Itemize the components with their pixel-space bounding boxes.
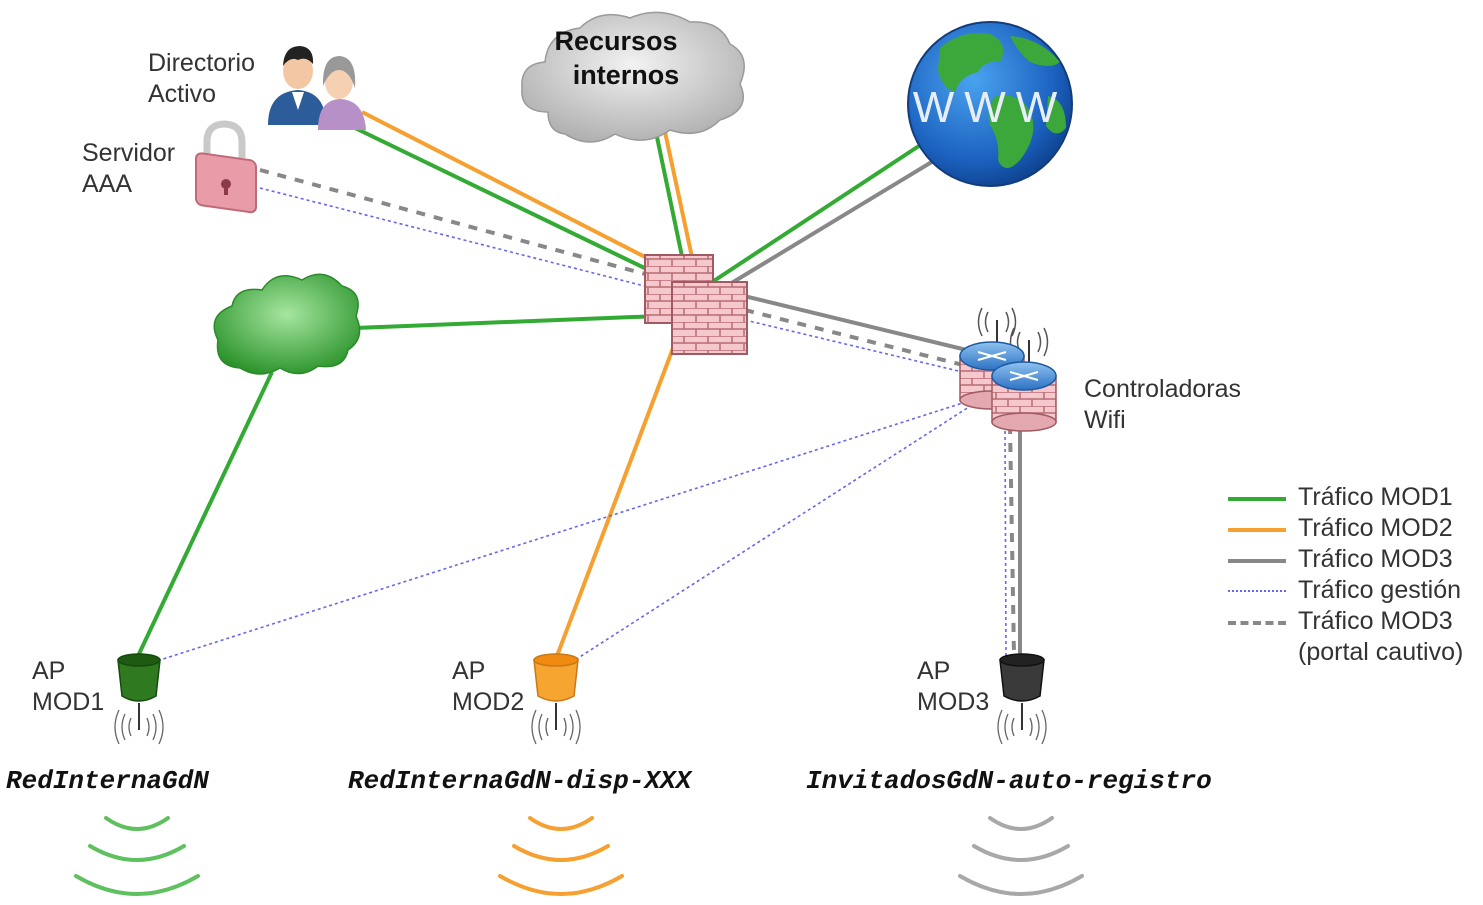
ap3-label-line2: MOD3 <box>917 688 990 716</box>
legend-item-portal: Tráfico MOD3 (portal cautivo) <box>1228 606 1483 668</box>
legend-item-gestion: Tráfico gestión <box>1228 575 1483 606</box>
link-www-firewall-mod3 <box>718 158 937 292</box>
directorio-label-line1: Directorio <box>148 49 255 77</box>
ap1-label-line2: MOD1 <box>32 688 105 716</box>
ap3-label: AP MOD3 <box>917 656 989 718</box>
servidor-label-line1: Servidor <box>82 139 176 167</box>
directorio-label-line2: Activo <box>148 80 217 108</box>
legend-label-gestion: Tráfico gestión <box>1298 576 1462 604</box>
cloud-recursos-icon <box>521 11 745 143</box>
controladoras-label-line1: Controladoras <box>1084 375 1242 403</box>
link-firewall-controller-mod3 <box>739 293 976 354</box>
access-point-mod3-icon <box>997 653 1047 745</box>
ap1-label-line1: AP <box>32 657 66 685</box>
ssid-mod3: InvitadosGdN-auto-registro <box>806 766 1212 796</box>
legend: Tráfico MOD1 Tráfico MOD2 Tráfico MOD3 T… <box>1228 482 1483 668</box>
wifi-signal-mod2-icon <box>498 816 624 896</box>
link-controller-ap1-gestion <box>159 399 973 661</box>
legend-item-mod2: Tráfico MOD2 <box>1228 513 1483 544</box>
legend-swatch-portal <box>1228 621 1286 625</box>
servidor-label-line2: AAA <box>82 170 133 198</box>
link-servidor-firewall-gestion <box>259 187 661 291</box>
link-servidor-firewall-portal <box>259 168 661 280</box>
link-controller-ap2-gestion <box>574 404 973 661</box>
legend-label-portal-sub: (portal cautivo) <box>1298 638 1464 666</box>
wifi-controller-icon <box>959 307 1057 432</box>
legend-item-mod3: Tráfico MOD3 <box>1228 544 1483 575</box>
cloud-internal-network-icon <box>213 273 361 375</box>
ssid-mod1: RedInternaGdN <box>6 766 209 796</box>
legend-label-mod2: Tráfico MOD2 <box>1298 514 1453 542</box>
link-firewall-ap2-mod2 <box>555 334 680 657</box>
ap3-label-line1: AP <box>917 657 951 685</box>
link-greencloud-ap1-mod1 <box>136 371 274 657</box>
legend-swatch-mod2 <box>1228 528 1286 532</box>
legend-swatch-gestion <box>1228 590 1286 592</box>
recursos-label-line2: internos <box>572 60 680 90</box>
wifi-signal-mod1-icon <box>74 816 200 896</box>
www-label: WWW <box>913 83 1068 132</box>
ssid-mod2: RedInternaGdN-disp-XXX <box>348 766 692 796</box>
link-firewall-controller-portal <box>744 308 976 370</box>
link-greencloud-firewall-mod1 <box>354 313 686 330</box>
ap2-label-line1: AP <box>452 657 486 685</box>
padlock-icon <box>195 120 257 214</box>
access-point-mod2-icon <box>531 653 581 745</box>
firewall-icon <box>644 254 748 355</box>
controladoras-label: Controladoras Wifi <box>1084 374 1241 436</box>
wifi-signal-mod3-icon <box>958 816 1084 896</box>
servidor-label: Servidor AAA <box>82 138 175 200</box>
legend-item-mod1: Tráfico MOD1 <box>1228 482 1483 513</box>
directorio-label: Directorio Activo <box>148 48 255 110</box>
link-directorio-firewall-mod1 <box>354 126 691 292</box>
legend-swatch-mod1 <box>1228 497 1286 501</box>
legend-swatch-mod3 <box>1228 559 1286 563</box>
link-controller-ap3-portal <box>1008 424 1016 657</box>
access-point-mod1-icon <box>114 653 164 745</box>
legend-label-mod3: Tráfico MOD3 <box>1298 545 1453 573</box>
recursos-label-line1: Recursos <box>554 26 678 56</box>
globe-www-icon <box>907 21 1073 187</box>
users-icon <box>268 46 366 130</box>
link-firewall-controller-gestion <box>744 319 976 376</box>
recursos-label: Recursos internos <box>536 24 696 92</box>
link-directorio-firewall-mod2 <box>361 110 691 282</box>
ap1-label: AP MOD1 <box>32 656 104 718</box>
link-controller-ap3-gestion <box>1004 424 1007 657</box>
legend-label-mod1: Tráfico MOD1 <box>1298 483 1453 511</box>
ap2-label: AP MOD2 <box>452 656 524 718</box>
link-www-firewall-mod1 <box>698 138 930 292</box>
links <box>136 110 1022 661</box>
controladoras-label-line2: Wifi <box>1084 406 1126 434</box>
ap2-label-line2: MOD2 <box>452 688 525 716</box>
legend-label-portal: Tráfico MOD3 <box>1298 607 1453 635</box>
